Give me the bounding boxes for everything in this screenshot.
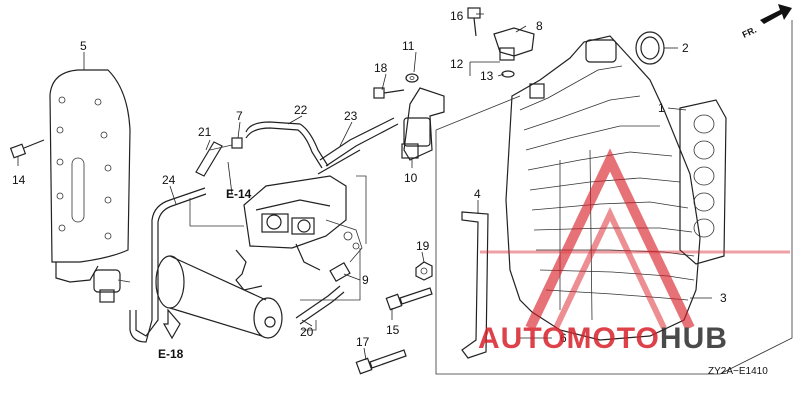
front-direction-arrow: FR. xyxy=(741,4,792,40)
svg-text:AUTOMOTOHUB: AUTOMOTOHUB xyxy=(478,322,728,355)
callout-21: 21 xyxy=(198,125,212,139)
oring-part-13 xyxy=(501,70,515,78)
callout-13: 13 xyxy=(480,69,494,83)
sensor-part-10 xyxy=(401,87,445,161)
callout-15: 15 xyxy=(386,323,400,337)
washer-part-11 xyxy=(405,73,419,83)
callout-17: 17 xyxy=(356,335,370,349)
diagram-code: ZY2A−E1410 xyxy=(708,366,768,377)
leader-lines xyxy=(17,13,712,361)
watermark-logo: AUTOMOTOHUB xyxy=(478,148,790,355)
nut-part-19 xyxy=(415,261,433,281)
bolt-part-15 xyxy=(385,287,433,311)
fitting-part-9 xyxy=(329,261,351,283)
callout-1: 1 xyxy=(658,101,665,115)
gasket-part-1 xyxy=(679,99,727,265)
callout-16: 16 xyxy=(450,9,464,23)
oring-part-2 xyxy=(635,31,665,65)
bolt-part-14 xyxy=(9,139,45,159)
hose-part-20 xyxy=(295,285,345,331)
bolt-part-17 xyxy=(355,349,407,375)
tube-part-21 xyxy=(195,141,233,177)
throttle-body-assembly xyxy=(235,175,363,291)
callout-6: 6 xyxy=(560,331,567,345)
callout-24: 24 xyxy=(162,173,176,187)
callout-19: 19 xyxy=(416,239,430,253)
callout-3: 3 xyxy=(720,291,727,305)
watermark-moto: MOTO xyxy=(566,322,659,355)
intake-manifold xyxy=(505,35,701,341)
hose-part-22 xyxy=(245,121,329,169)
ref-e14: E-14 xyxy=(226,187,252,201)
callout-9: 9 xyxy=(362,273,369,287)
callout-23: 23 xyxy=(344,109,358,123)
direction-label: FR. xyxy=(741,25,758,40)
callout-12: 12 xyxy=(450,57,464,71)
sensor-part-8 xyxy=(493,27,535,61)
filter-canister xyxy=(155,255,283,339)
callout-18: 18 xyxy=(374,61,388,75)
bolt-part-18 xyxy=(373,87,405,99)
callout-14: 14 xyxy=(12,173,26,187)
callout-22: 22 xyxy=(294,103,308,117)
callout-7: 7 xyxy=(236,109,243,123)
callout-8: 8 xyxy=(536,19,543,33)
callout-2: 2 xyxy=(682,41,689,55)
callout-20: 20 xyxy=(300,325,314,339)
watermark-auto: AUTO xyxy=(478,322,566,355)
bolt-part-16 xyxy=(467,7,481,37)
plate-part-5 xyxy=(49,69,131,303)
callout-5: 5 xyxy=(80,39,87,53)
hose-part-23 xyxy=(317,117,399,175)
gasket-part-4 xyxy=(461,211,489,359)
hose-part-24 xyxy=(129,187,207,343)
callout-4: 4 xyxy=(474,187,481,201)
ref-arrow-e18 xyxy=(162,308,181,340)
watermark-hub: HUB xyxy=(660,322,728,355)
clamp-part-7 xyxy=(231,137,243,149)
callout-10: 10 xyxy=(404,171,418,185)
ref-e18: E-18 xyxy=(158,347,184,361)
callout-11: 11 xyxy=(402,39,415,53)
